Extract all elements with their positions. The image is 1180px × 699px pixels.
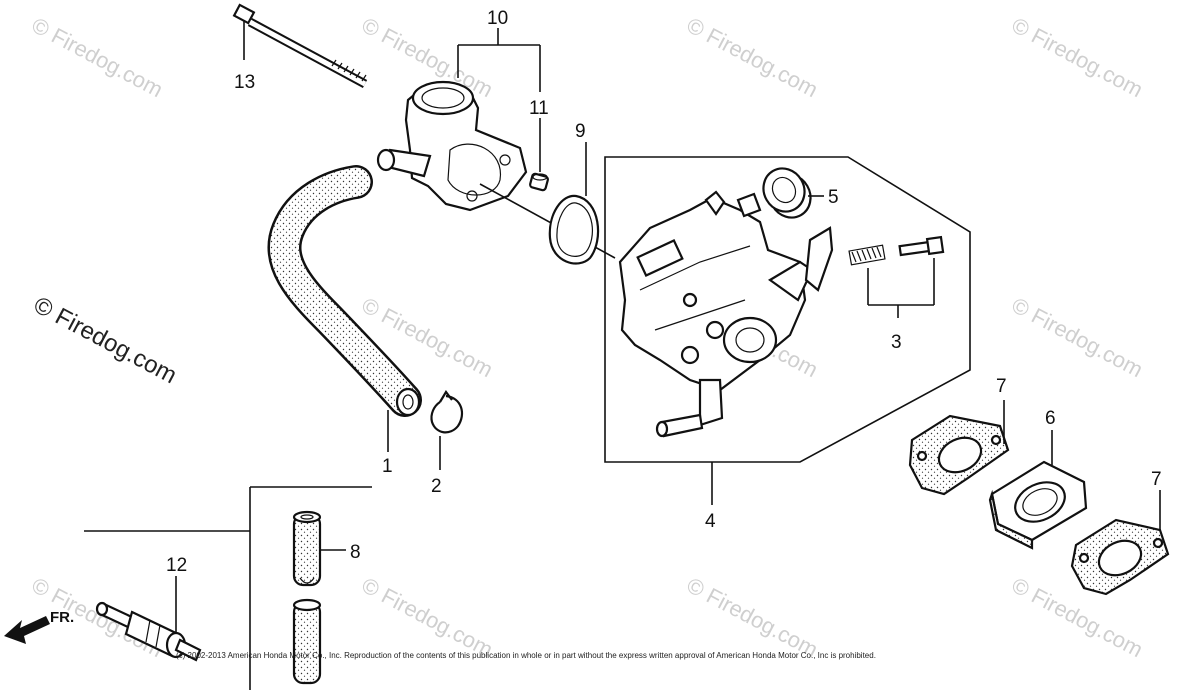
- housing-part-10: [376, 80, 528, 212]
- watermark-left: © Firedog.com: [29, 291, 181, 389]
- seal-part-5: [762, 167, 812, 219]
- callout-4: 4: [705, 511, 716, 532]
- callout-7-upper: 7: [996, 376, 1007, 397]
- front-direction-arrow-icon: [4, 616, 50, 644]
- tube-part-8: [292, 510, 322, 685]
- watermark-text: © Firedog.com: [28, 12, 167, 102]
- dowel-part-11: [529, 172, 549, 192]
- front-direction-label: FR.: [50, 609, 74, 626]
- callout-11: 11: [529, 98, 549, 119]
- watermark-text: © Firedog.com: [683, 12, 822, 102]
- watermark-text: © Firedog.com: [28, 572, 167, 662]
- carburetor-part-4: [618, 190, 834, 438]
- callout-9: 9: [575, 121, 586, 142]
- callout-13: 13: [234, 72, 255, 93]
- group-box-4: [604, 156, 971, 463]
- leader-10-11: [457, 28, 541, 172]
- gasket-part-9: [548, 194, 600, 265]
- leader-3: [867, 258, 935, 318]
- callout-8: 8: [350, 542, 361, 563]
- watermark-text: © Firedog.com: [1008, 572, 1147, 662]
- watermark-text: © Firedog.com: [358, 572, 497, 662]
- callout-3: 3: [891, 332, 902, 353]
- callout-6: 6: [1045, 408, 1056, 429]
- spring-screw-part-3: [848, 235, 945, 266]
- callout-12: 12: [166, 555, 187, 576]
- callout-1: 1: [382, 456, 393, 477]
- gasket-part-7-upper: [908, 414, 1010, 496]
- callout-5: 5: [828, 187, 839, 208]
- bolt-part-13: [232, 3, 368, 88]
- watermark-text: © Firedog.com: [1008, 12, 1147, 102]
- inset-frame: [84, 486, 372, 690]
- insulator-part-6: [988, 460, 1088, 550]
- filter-part-12: [95, 601, 202, 662]
- watermark-text: © Firedog.com: [1008, 292, 1147, 382]
- clip-part-2: [430, 390, 464, 434]
- callout-2: 2: [431, 476, 442, 497]
- watermark-layer: © Firedog.com © Firedog.com © Firedog.co…: [28, 12, 1147, 662]
- watermark-text: © Firedog.com: [683, 572, 822, 662]
- callout-7-lower: 7: [1151, 469, 1162, 490]
- copyright-notice: (c) 2002-2013 American Honda Motor Co., …: [176, 651, 876, 660]
- hose-part-1: [267, 165, 422, 417]
- gasket-part-7-lower: [1070, 518, 1170, 596]
- callout-10: 10: [487, 8, 508, 29]
